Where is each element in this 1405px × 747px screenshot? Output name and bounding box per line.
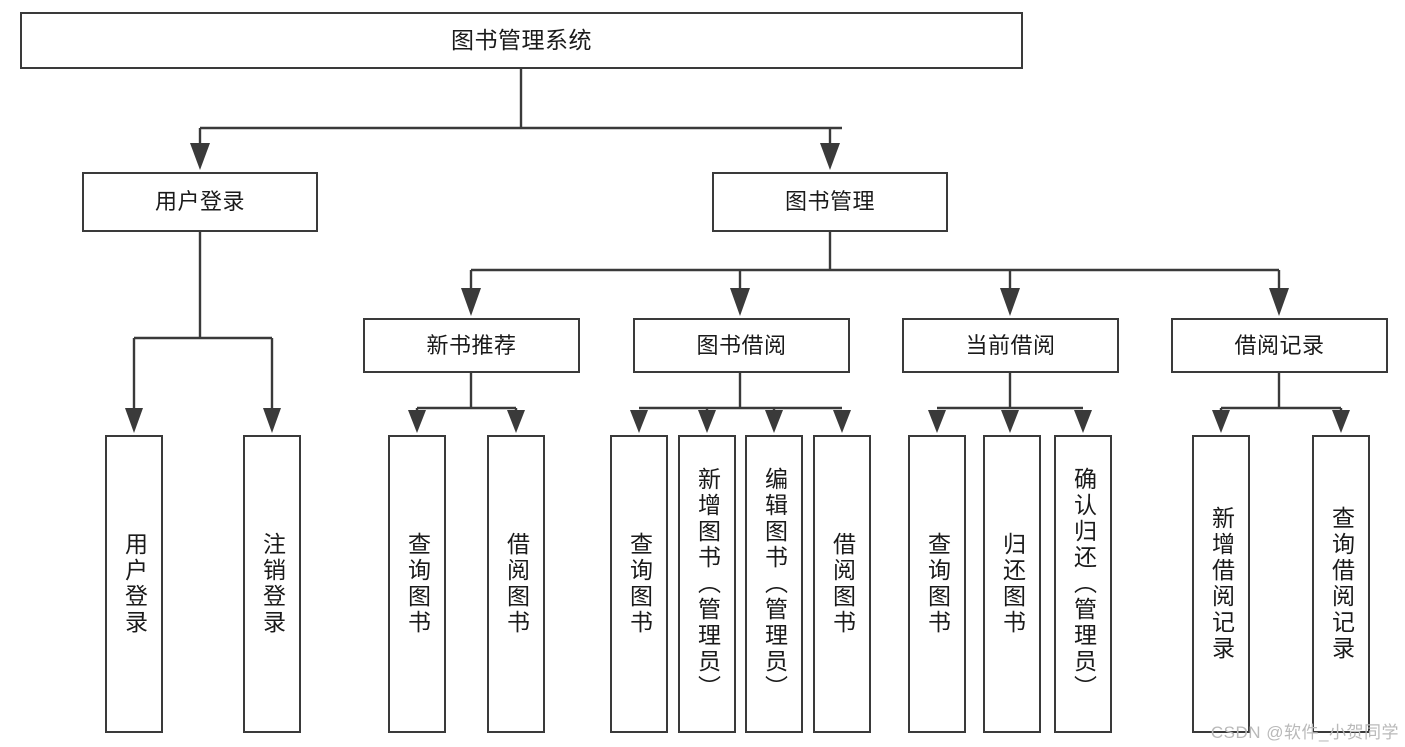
arrowhead-leaf-return-book xyxy=(1001,410,1019,433)
leaf-logout-label: 注销登录 xyxy=(259,532,286,636)
leaf-query-book-newbooks-label: 查询图书 xyxy=(404,532,431,636)
arrowhead-leaf-add-book xyxy=(698,410,716,433)
arrowhead-current xyxy=(1000,288,1020,316)
leaf-query-borrow-record[interactable]: 查询借阅记录 xyxy=(1312,435,1370,733)
leaf-confirm-return-admin-label: 确认归还（管理员） xyxy=(1070,467,1097,701)
leaf-query-book-current[interactable]: 查询图书 xyxy=(908,435,966,733)
leaf-return-book-label: 归还图书 xyxy=(999,532,1026,636)
leaf-user-login-label: 用户登录 xyxy=(121,532,148,636)
arrowhead-records xyxy=(1269,288,1289,316)
node-current-borrow-label: 当前借阅 xyxy=(965,332,1056,358)
node-book-borrow[interactable]: 图书借阅 xyxy=(633,318,850,373)
node-user-login[interactable]: 用户登录 xyxy=(82,172,318,232)
leaf-logout[interactable]: 注销登录 xyxy=(243,435,301,733)
arrowhead-leaf-borrow-book-1 xyxy=(507,410,525,433)
arrowhead-new-books xyxy=(461,288,481,316)
arrowhead-leaf-query-book-3 xyxy=(928,410,946,433)
node-user-login-label: 用户登录 xyxy=(154,189,245,215)
leaf-edit-book-admin[interactable]: 编辑图书（管理员） xyxy=(745,435,803,733)
arrowhead-leaf-confirm-return xyxy=(1074,410,1092,433)
node-book-borrow-label: 图书借阅 xyxy=(696,332,787,358)
arrowhead-leaf-user-login xyxy=(125,408,143,433)
arrowhead-user-login xyxy=(190,143,210,170)
leaf-edit-book-admin-label: 编辑图书（管理员） xyxy=(761,467,788,701)
leaf-return-book[interactable]: 归还图书 xyxy=(983,435,1041,733)
node-book-management-label: 图书管理 xyxy=(784,189,875,215)
leaf-add-book-admin-label: 新增图书（管理员） xyxy=(694,467,721,701)
node-root[interactable]: 图书管理系统 xyxy=(20,12,1023,69)
leaf-add-borrow-record[interactable]: 新增借阅记录 xyxy=(1192,435,1250,733)
arrowhead-book-mgmt xyxy=(820,143,840,170)
node-borrow-records[interactable]: 借阅记录 xyxy=(1171,318,1388,373)
leaf-query-book-current-label: 查询图书 xyxy=(924,532,951,636)
leaf-user-login[interactable]: 用户登录 xyxy=(105,435,163,733)
leaf-borrow-book-borrow-label: 借阅图书 xyxy=(829,532,856,636)
arrowhead-borrow xyxy=(730,288,750,316)
node-book-management[interactable]: 图书管理 xyxy=(712,172,948,232)
leaf-add-book-admin[interactable]: 新增图书（管理员） xyxy=(678,435,736,733)
leaf-query-book-borrow[interactable]: 查询图书 xyxy=(610,435,668,733)
node-current-borrow[interactable]: 当前借阅 xyxy=(902,318,1119,373)
arrowhead-leaf-edit-book xyxy=(765,410,783,433)
leaf-query-borrow-record-label: 查询借阅记录 xyxy=(1328,506,1355,662)
node-new-book-recommend-label: 新书推荐 xyxy=(426,332,517,358)
arrowhead-leaf-borrow-book-2 xyxy=(833,410,851,433)
node-borrow-records-label: 借阅记录 xyxy=(1234,332,1325,358)
leaf-query-book-borrow-label: 查询图书 xyxy=(626,532,653,636)
node-root-label: 图书管理系统 xyxy=(451,27,592,54)
leaf-borrow-book-newbooks-label: 借阅图书 xyxy=(503,532,530,636)
leaf-add-borrow-record-label: 新增借阅记录 xyxy=(1208,506,1235,662)
arrowhead-leaf-logout xyxy=(263,408,281,433)
leaf-borrow-book-borrow[interactable]: 借阅图书 xyxy=(813,435,871,733)
arrowhead-leaf-add-record xyxy=(1212,410,1230,433)
arrowhead-leaf-query-book-1 xyxy=(408,410,426,433)
watermark: CSDN @软件_小贺同学 xyxy=(1210,723,1399,742)
node-new-book-recommend[interactable]: 新书推荐 xyxy=(363,318,580,373)
arrowhead-leaf-query-book-2 xyxy=(630,410,648,433)
leaf-confirm-return-admin[interactable]: 确认归还（管理员） xyxy=(1054,435,1112,733)
arrowhead-leaf-query-record xyxy=(1332,410,1350,433)
leaf-borrow-book-newbooks[interactable]: 借阅图书 xyxy=(487,435,545,733)
leaf-query-book-newbooks[interactable]: 查询图书 xyxy=(388,435,446,733)
